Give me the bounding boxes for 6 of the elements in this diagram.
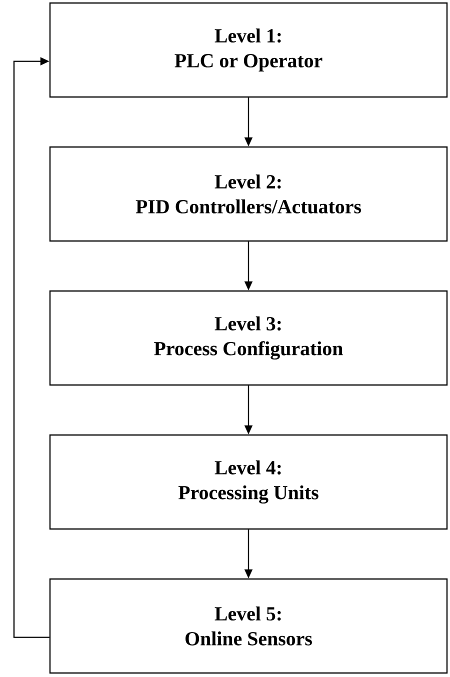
level-box: Level 3: Process Configuration [49,290,448,386]
arrow [13,57,50,638]
level-box: Level 4: Processing Units [49,434,448,530]
level-box: Level 5: Online Sensors [49,578,448,674]
level-box: Level 2: PID Controllers/Actuators [49,146,448,242]
level-box: Level 1: PLC or Operator [49,2,448,98]
